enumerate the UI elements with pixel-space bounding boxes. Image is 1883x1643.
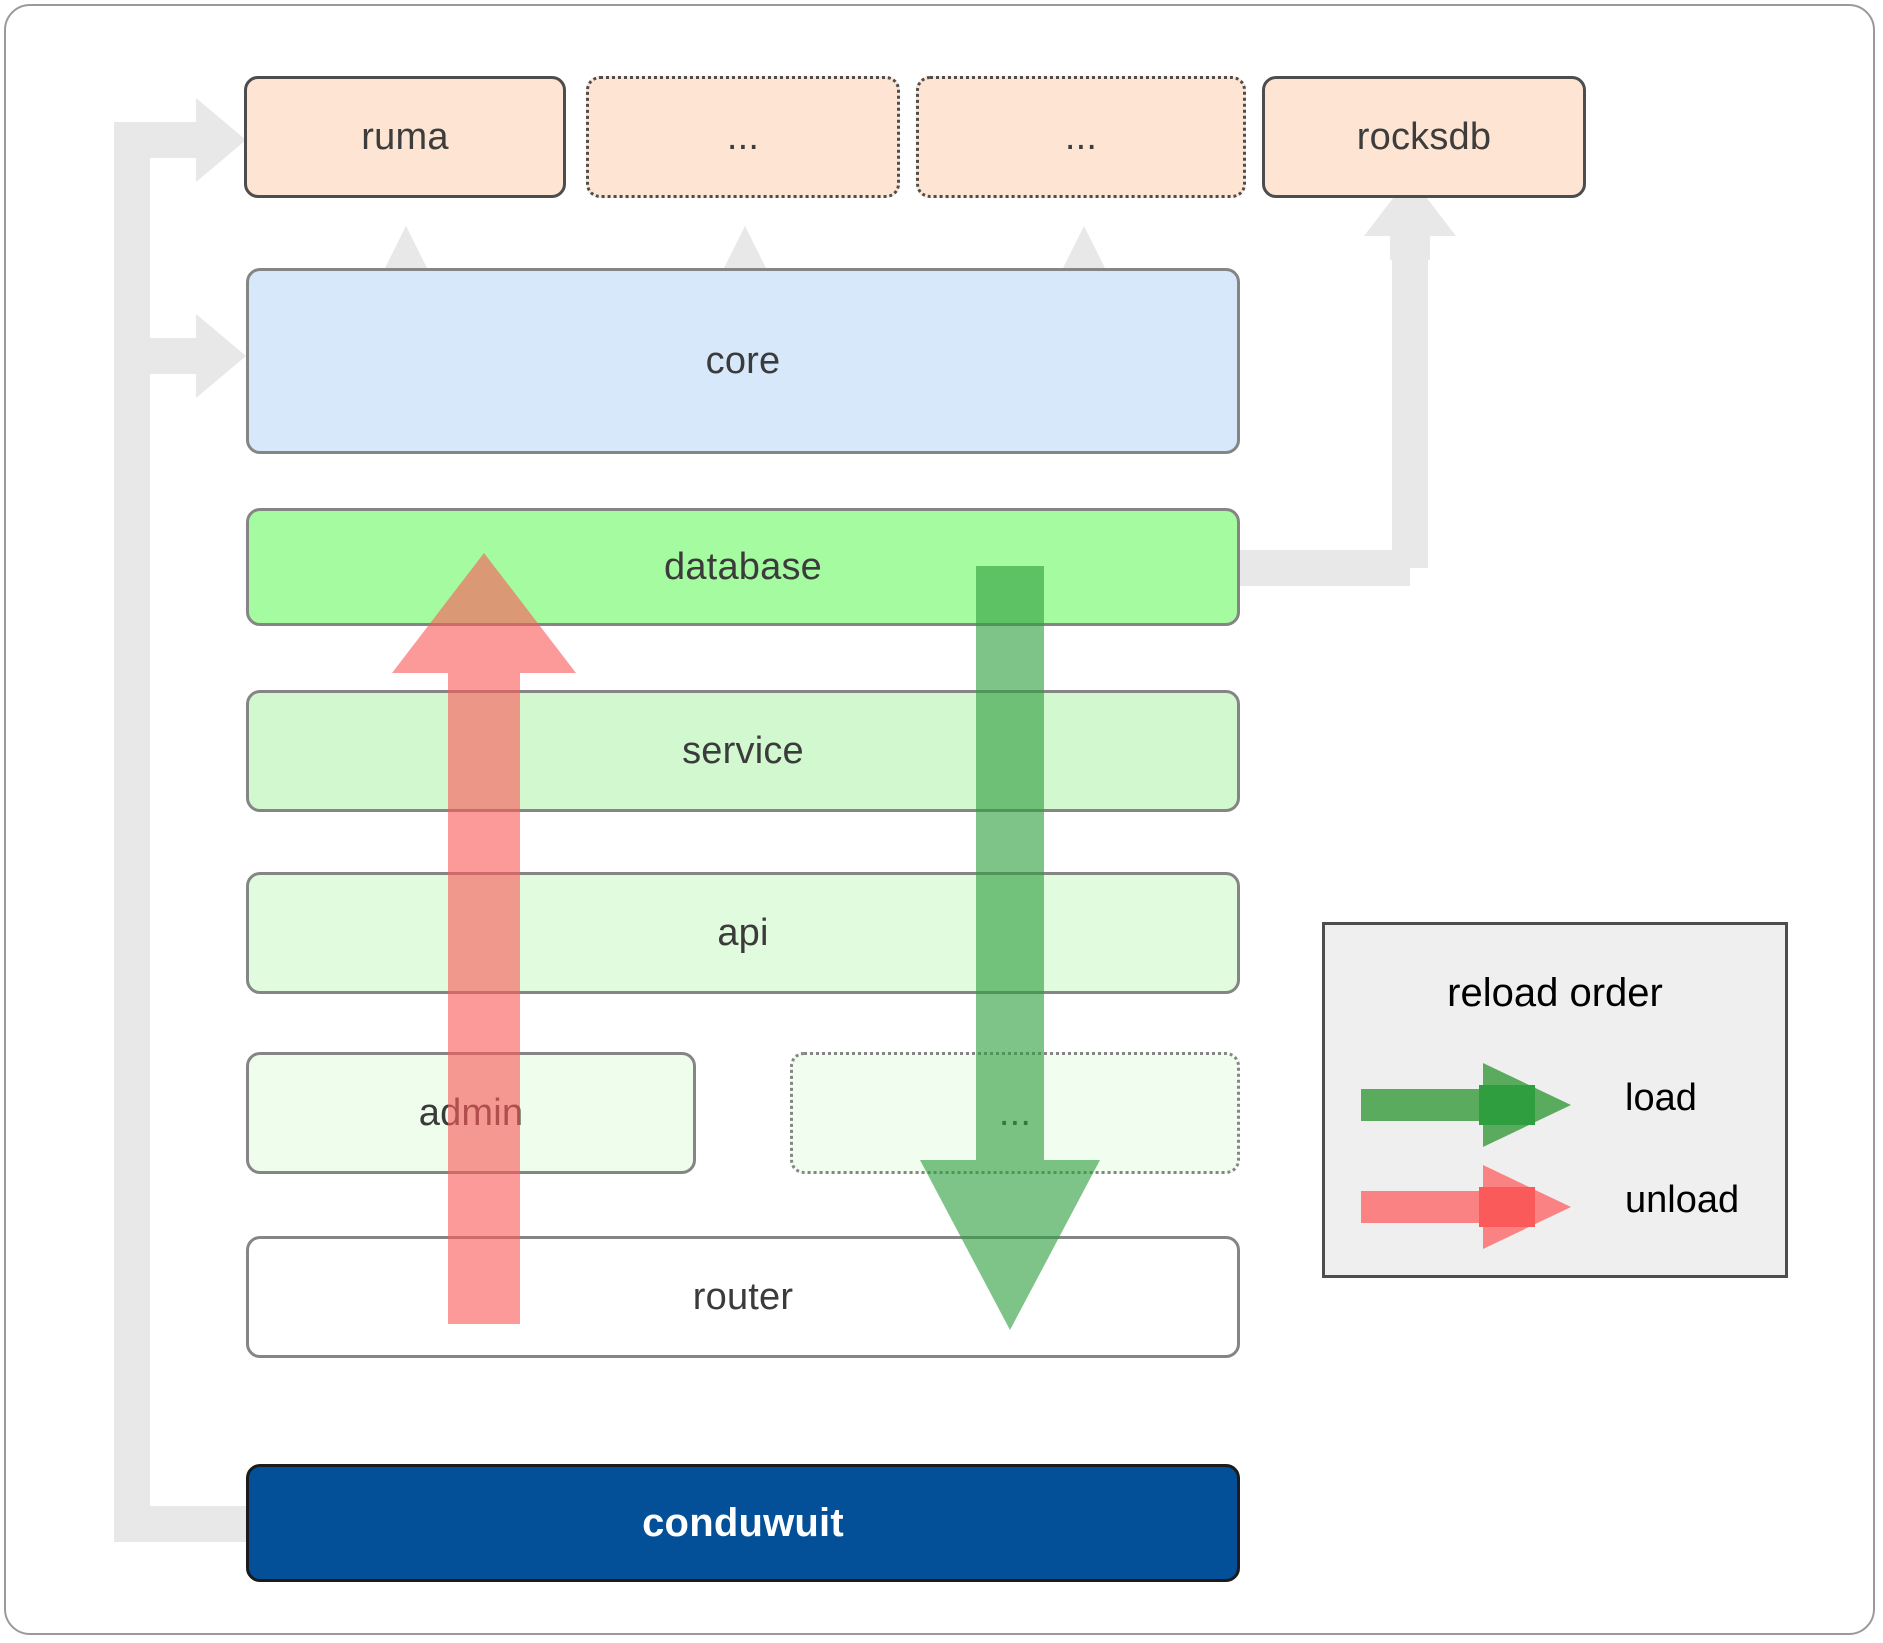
dependency-label-rocksdb: rocksdb xyxy=(1356,115,1492,158)
legend-label-load: load xyxy=(1625,1077,1697,1119)
unload-arrow-icon xyxy=(1361,1165,1571,1249)
layer-box-more[interactable]: ... xyxy=(790,1052,1240,1174)
layer-label-router: router xyxy=(692,1275,794,1318)
core-label: core xyxy=(705,339,781,382)
layer-label-database: database xyxy=(664,545,822,588)
legend-row-load: load xyxy=(1325,1063,1785,1147)
layer-label-api: api xyxy=(717,911,769,954)
dependency-box-rocksdb[interactable]: rocksdb xyxy=(1262,76,1586,198)
layer-box-database[interactable]: database xyxy=(246,508,1240,626)
dependency-box-more-1[interactable]: ... xyxy=(586,76,900,198)
dependency-label-ruma: ruma xyxy=(361,115,449,158)
layer-box-admin[interactable]: admin xyxy=(246,1052,696,1174)
layer-box-service[interactable]: service xyxy=(246,690,1240,812)
layer-label-service: service xyxy=(682,729,804,772)
layer-box-api[interactable]: api xyxy=(246,872,1240,994)
app-label-conduwuit: conduwuit xyxy=(642,1500,844,1545)
layer-label-admin: admin xyxy=(418,1091,524,1134)
app-box-conduwuit[interactable]: conduwuit xyxy=(246,1464,1240,1582)
legend-title: reload order xyxy=(1447,971,1663,1015)
legend-panel: reload order load unload xyxy=(1322,922,1788,1278)
layer-box-router[interactable]: router xyxy=(246,1236,1240,1358)
dependency-box-ruma[interactable]: ruma xyxy=(244,76,566,198)
legend-label-unload: unload xyxy=(1625,1179,1740,1221)
core-box[interactable]: core xyxy=(246,268,1240,454)
legend-row-unload: unload xyxy=(1325,1165,1785,1249)
dependency-label-more-2: ... xyxy=(1064,115,1098,158)
diagram-frame xyxy=(4,4,1875,1635)
layer-label-more: ... xyxy=(998,1091,1032,1134)
dependency-label-more-1: ... xyxy=(726,115,760,158)
dependency-box-more-2[interactable]: ... xyxy=(916,76,1246,198)
load-arrow-icon xyxy=(1361,1063,1571,1147)
